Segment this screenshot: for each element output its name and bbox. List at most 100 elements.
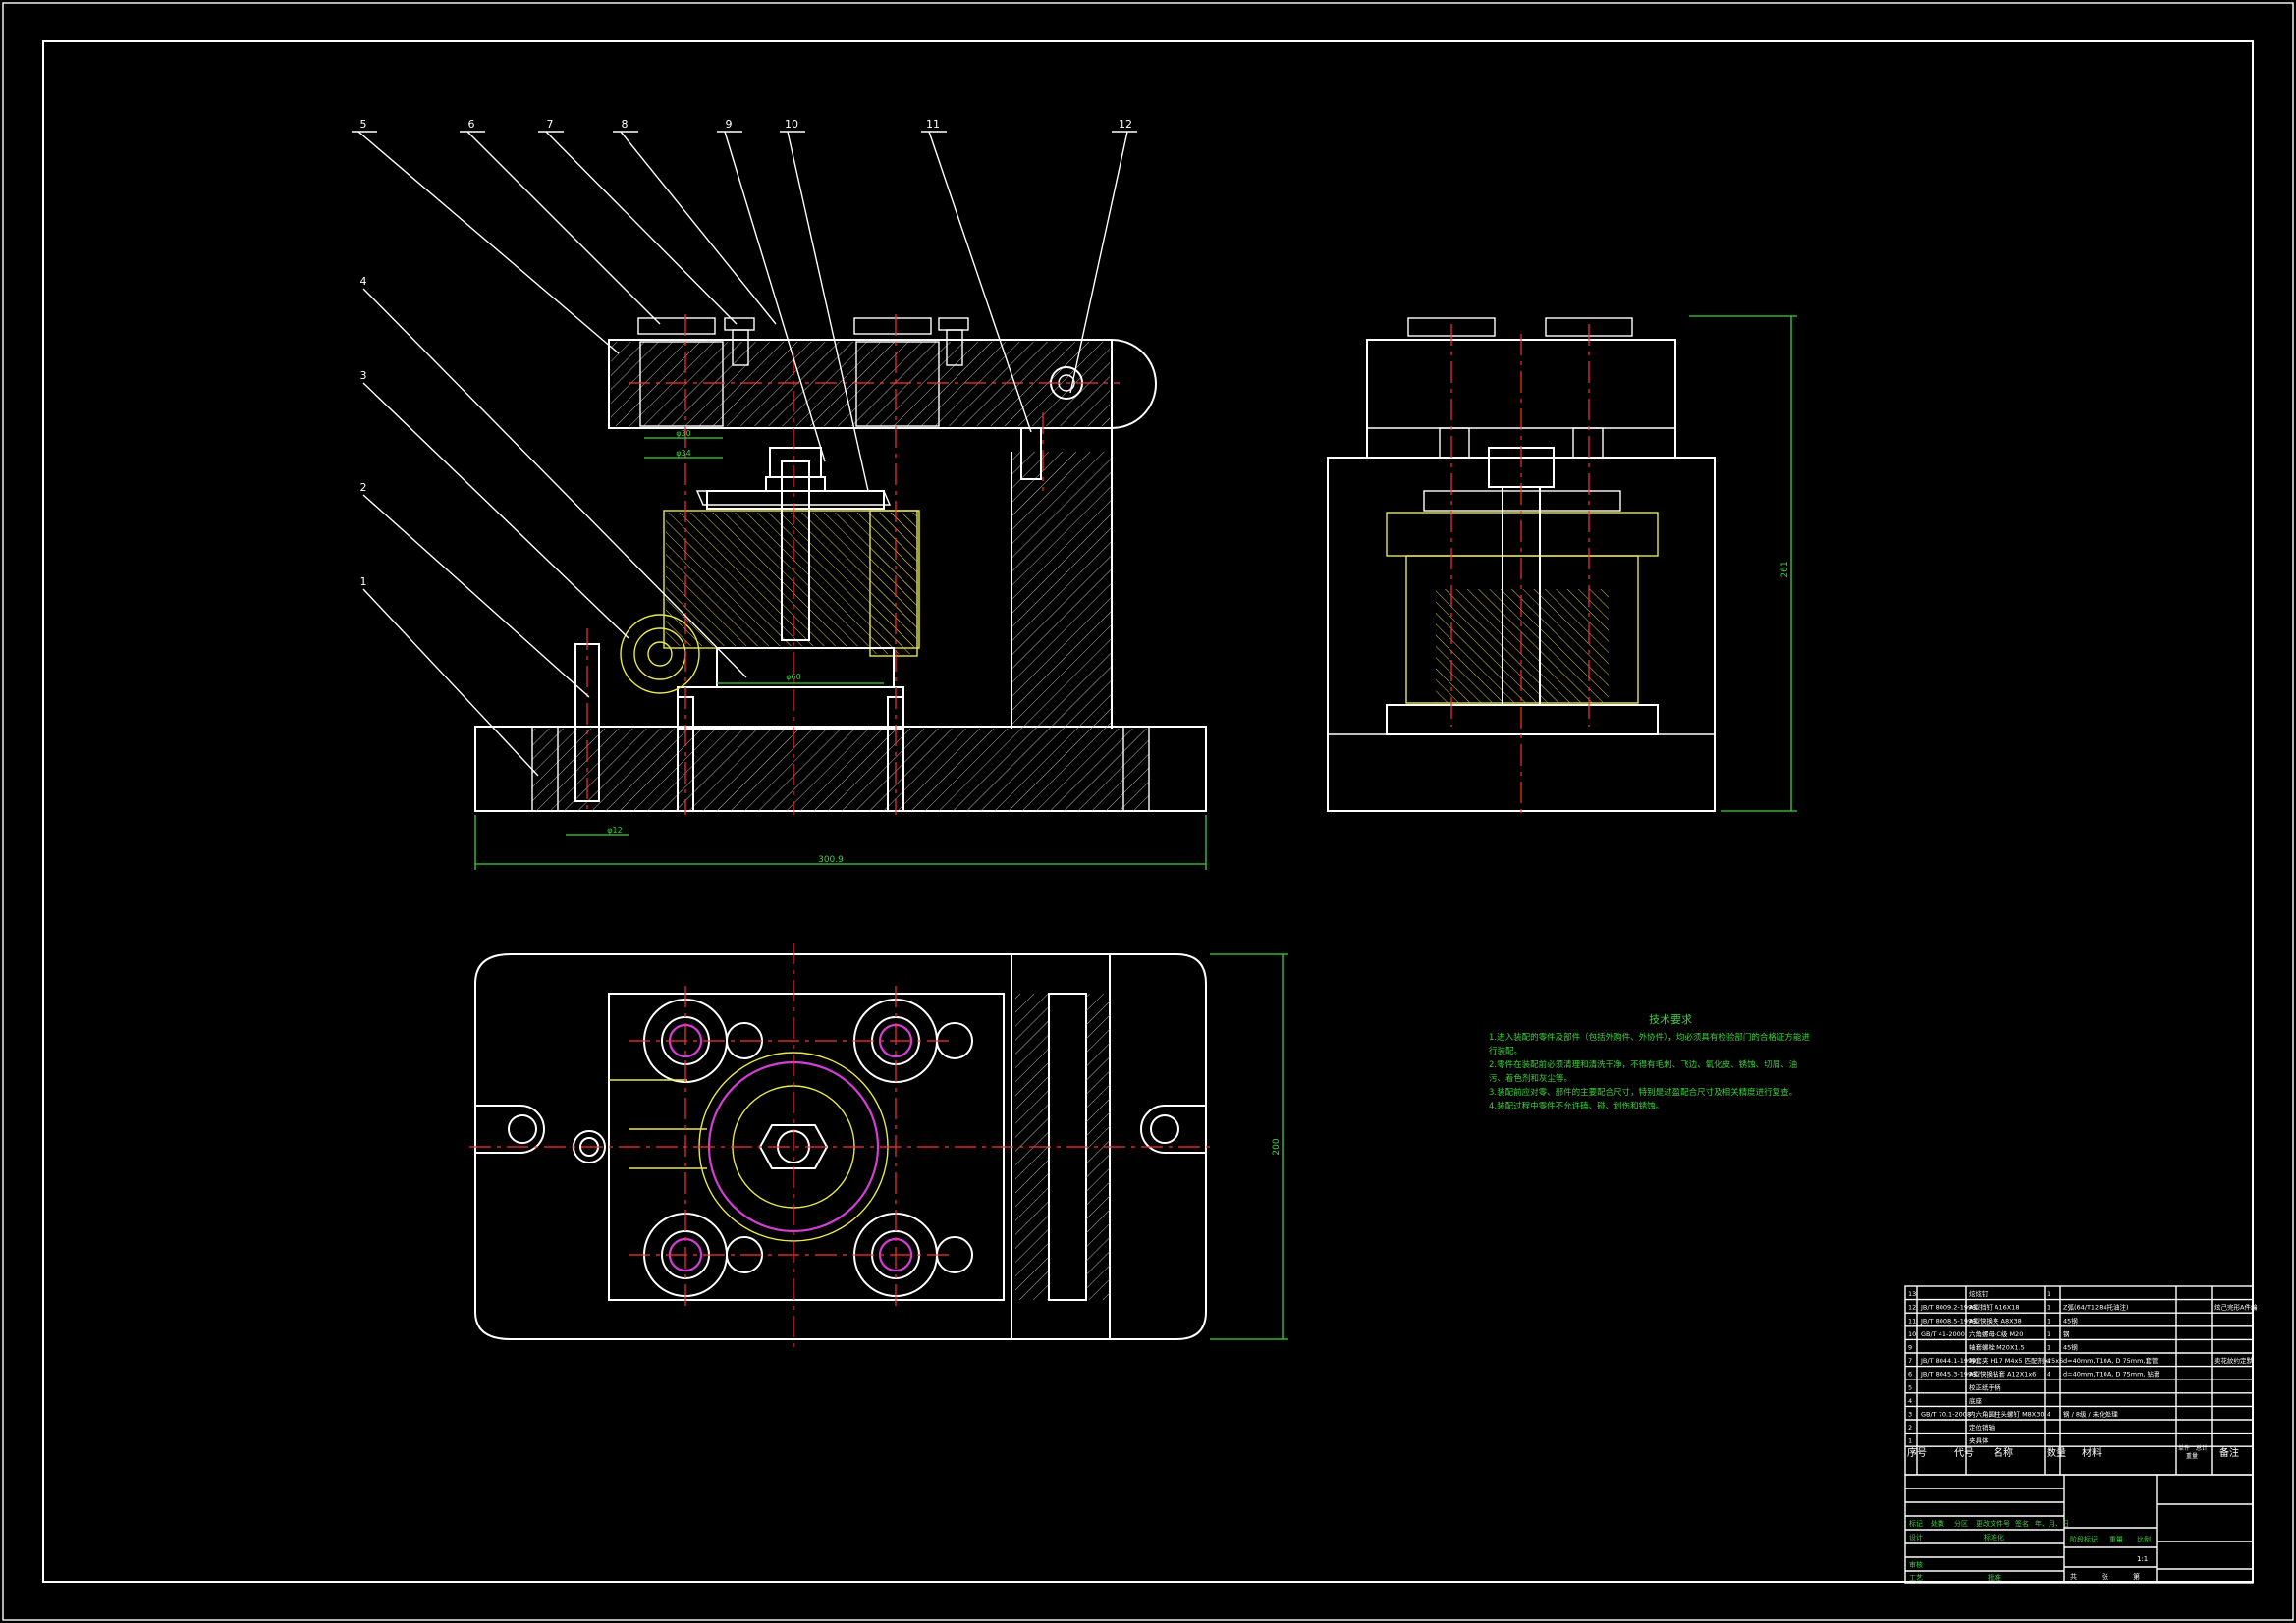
requirement-line: 3.装配前应对零、部件的主要配合尺寸，特别是过盈配合尺寸及相关精度进行复查。 (1489, 1088, 1798, 1098)
tb-sheet: 张 (2102, 1572, 2108, 1581)
bom-cell: 底座 (1969, 1396, 1983, 1405)
dim-width: 200 (1272, 1138, 1282, 1155)
part-balloons: 1 2 3 4 5 6 7 8 9 10 11 12 (352, 118, 1137, 777)
requirement-line: 2.零件在装配前必须清理和清洗干净，不得有毛刺、飞边、氧化皮、锈蚀、切屑、油污、… (1489, 1060, 1798, 1084)
bom-cell: 45钢 (2063, 1344, 2078, 1352)
tb-process: 工艺 (1909, 1574, 1923, 1582)
tb-design: 设计 (1909, 1533, 1923, 1542)
tb-weight: 重量 (2109, 1536, 2123, 1543)
sheet-inner-border (42, 40, 2254, 1583)
bom-cell: A型快换夹 A8X38 (1969, 1316, 2022, 1325)
balloon-3: 3 (360, 369, 367, 382)
tb-sheet-no: 第 (2133, 1572, 2140, 1581)
bom-header: 单件 (2178, 1444, 2190, 1452)
bom-header: 材料 (2082, 1446, 2102, 1459)
dim-bore-mid: φ60 (786, 673, 800, 681)
dim-overall-length: 300.9 (818, 855, 844, 865)
bom-cell: GB/T 70.1-2008 (1921, 1411, 1971, 1419)
bom-cell: 六角螺母-C级 M20 (1969, 1329, 2023, 1338)
balloon-9: 9 (726, 118, 733, 131)
balloon-12: 12 (1119, 118, 1132, 131)
bom-cell: 2 (1908, 1424, 1912, 1432)
bom-cell: 卖花紋约定默 (2214, 1356, 2254, 1365)
tb-review: 审核 (1909, 1560, 1923, 1569)
bom-cell: 校正纸手柄 (1969, 1382, 2001, 1391)
requirement-line: 4.装配过程中零件不允许磕、碰、划伤和锈蚀。 (1489, 1102, 1665, 1111)
dim-bore-top: φ30 (676, 429, 690, 438)
bom-cell: 炫炫钉 (1969, 1289, 1989, 1298)
bom-cell: 1 (1908, 1437, 1912, 1445)
bom-header: 序号 (1907, 1446, 1927, 1459)
bom-cell: 炫己完形A件编 (2214, 1303, 2258, 1312)
tb-approve: 批准 (1988, 1573, 2001, 1582)
front-view: 300.9 φ30 φ34 φ60 φ12 (474, 314, 1207, 870)
bom-cell: 11 (1908, 1317, 1916, 1325)
technical-requirements: 技术要求 1.进入装配的零件及部件（包括外购件、外协件），均必须具有检验部门的合… (1489, 1013, 1813, 1113)
dim-bore-bottom: φ34 (676, 449, 690, 458)
bom-cell: 导套夹 H17 M4x5 匹配剂x25x6 (1969, 1356, 2063, 1365)
balloon-6: 6 (468, 118, 475, 131)
side-view: 261 (1327, 315, 1797, 815)
bom-cell: A型挡钉 A16X18 (1969, 1303, 2019, 1312)
bom-cell: JB/T 8008.5-1999 (1920, 1317, 1976, 1325)
bom-cell: 轴套螺栓 M20X1.5 (1969, 1343, 2025, 1352)
bom-cell: JB/T 8044.1-1999 (1920, 1357, 1976, 1365)
tb-sign: 签名 (2015, 1519, 2029, 1528)
tb-zone: 分区 (1954, 1519, 1968, 1528)
bom-header: 数量 (2047, 1446, 2066, 1459)
tb-marks: 标记 (1909, 1519, 1923, 1528)
bom-cell: Z弧(64/T1284托油注) (2063, 1303, 2129, 1312)
balloon-2: 2 (360, 481, 367, 494)
tb-scale-value: 1:1 (2137, 1555, 2148, 1563)
tb-sheets: 共 (2070, 1572, 2077, 1581)
bom-header: 总计 (2196, 1444, 2208, 1452)
bom-cell: 1 (2047, 1317, 2050, 1325)
bom-cell: 6 (1908, 1371, 1912, 1379)
technical-requirements-title: 技术要求 (1649, 1013, 1692, 1026)
bom-cell: 内六角圆柱头螺钉 M8X30 (1969, 1410, 2045, 1419)
bom-cell: JB/T 8009.2-1999 (1920, 1304, 1976, 1312)
bom-cell: 4 (2047, 1411, 2050, 1419)
bom-header: 备注 (2219, 1446, 2239, 1459)
bom-cell: d=40mm,T10A, D 75mm, 钻套 (2063, 1370, 2160, 1379)
requirement-line: 1.进入装配的零件及部件（包括外购件、外协件），均必须具有检验部门的合格证方能进… (1489, 1033, 1810, 1056)
balloon-7: 7 (547, 118, 554, 131)
bom-cell: 4 (2047, 1357, 2050, 1365)
bom-cell: 4 (2047, 1371, 2050, 1379)
bom-header: 代号 (1954, 1447, 1974, 1459)
bom-cell: 9 (1908, 1344, 1912, 1352)
bom-cell: 钢 / 8级 / 未化处理 (2063, 1410, 2118, 1419)
bom-cell: 4 (1908, 1397, 1912, 1405)
dim-height: 261 (1780, 561, 1790, 577)
balloon-11: 11 (926, 118, 940, 131)
tb-stage: 阶段标记 (2070, 1535, 2098, 1543)
balloon-5: 5 (360, 118, 367, 131)
bom-cell: 10 (1908, 1330, 1916, 1338)
bom-header: 名称 (1994, 1446, 2013, 1459)
tb-scale: 比例 (2137, 1535, 2151, 1543)
bom-cell: 13 (1908, 1290, 1916, 1298)
bom-header: 重量 (2186, 1452, 2198, 1460)
bom-cell: 钢 (2063, 1330, 2070, 1338)
bom-cell: GB/T 41-2000 (1921, 1330, 1965, 1338)
bom-cell: 3 (1908, 1411, 1912, 1419)
balloon-10: 10 (785, 118, 798, 131)
bom-cell: 夹具体 (1969, 1436, 1989, 1445)
balloon-1: 1 (360, 575, 367, 588)
balloon-4: 4 (360, 275, 367, 288)
bom-cell: 定位销轴 (1969, 1423, 1995, 1432)
bom-cell: 1 (2047, 1304, 2050, 1312)
bom-cell: 5 (1908, 1383, 1912, 1391)
bom-cell: 7 (1908, 1357, 1912, 1365)
tb-date: 年、月、日 (2035, 1519, 2069, 1528)
balloon-8: 8 (622, 118, 629, 131)
bom-cell: 1 (2047, 1290, 2050, 1298)
tb-standard: 标准化 (1984, 1533, 2004, 1542)
bom-cell: 1 (2047, 1330, 2050, 1338)
bom-cell: d=40mm,T10A, D 75mm,套管 (2063, 1356, 2159, 1365)
bom-cell: JB/T 8045.3-1999 (1920, 1371, 1976, 1379)
tb-change: 更改文件号 (1976, 1519, 2010, 1528)
